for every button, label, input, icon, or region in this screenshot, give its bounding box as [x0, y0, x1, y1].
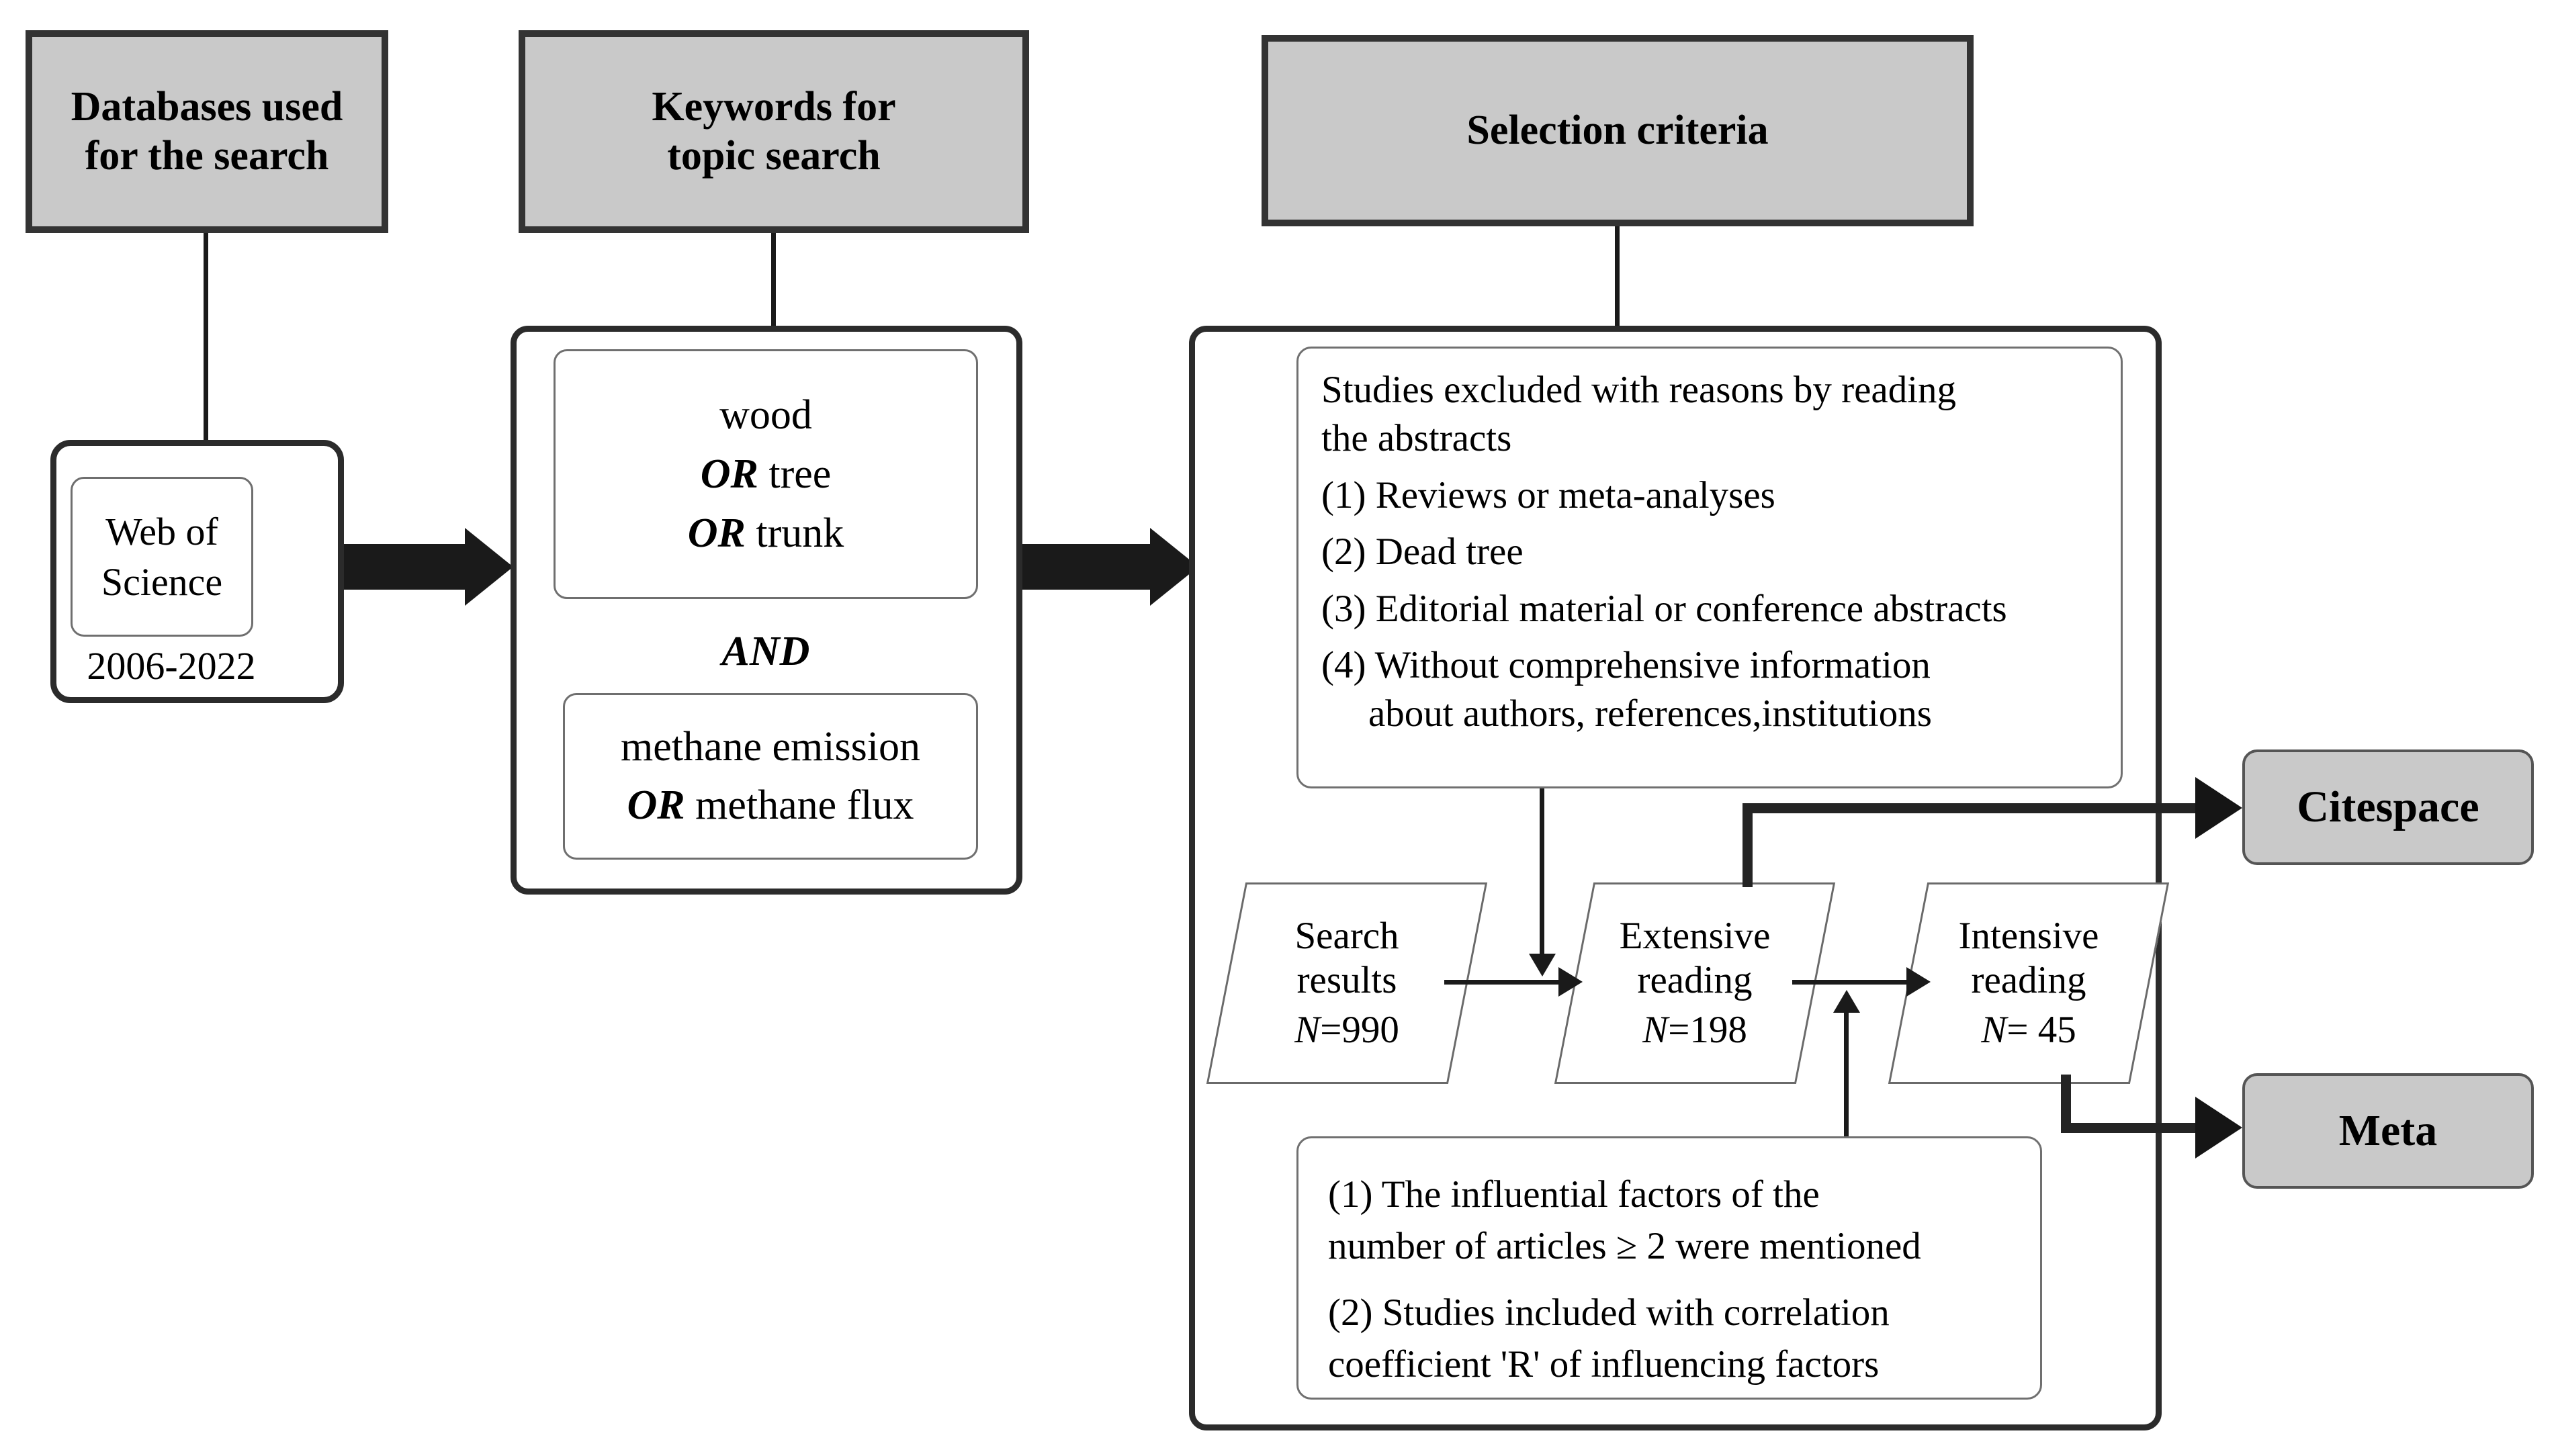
arrow-search-to-extensive-head: [1558, 967, 1583, 997]
stage-search-results: Search results N=990: [1206, 882, 1488, 1084]
inclusion-criteria-box: (1) The influential factors of the numbe…: [1296, 1136, 2042, 1400]
source-name-box: Web of Science: [71, 477, 253, 637]
stage-search-results-count: N=990: [1294, 1008, 1399, 1052]
source-years-label: 2006-2022: [87, 643, 256, 688]
stage-extensive-reading-count: N=198: [1642, 1008, 1747, 1052]
keyword-g1-line2-term: tree: [768, 451, 832, 497]
arrow-meta-head: [2195, 1097, 2242, 1158]
exclusion-item-4: (4) Without comprehensive information: [1321, 643, 1931, 686]
keyword-g2-line2-term: methane flux: [695, 782, 914, 828]
keyword-g1-line3: OR trunk: [688, 504, 844, 563]
keyword-group-1: wood OR tree OR trunk: [554, 349, 978, 599]
stage-search-results-n: N: [1294, 1009, 1321, 1052]
arrow-keywords-to-selection: [1022, 528, 1198, 606]
stage-search-results-line1: Search: [1294, 914, 1399, 957]
keyword-g1-line1: wood: [719, 392, 812, 438]
exclusion-item-2: (2) Dead tree: [1321, 531, 1524, 574]
header-selection: Selection criteria: [1262, 35, 1974, 226]
arrow-exclusion-down-head: [1529, 954, 1556, 976]
connector-extensive-to-citespace-vertical: [1743, 803, 1753, 887]
arrow-extensive-to-intensive-head: [1906, 967, 1931, 997]
arrow-citespace-head: [2195, 777, 2242, 839]
source-name-label: Web of Science: [101, 509, 223, 604]
output-meta-label: Meta: [2338, 1106, 2438, 1155]
exclusion-title-line2: the abstracts: [1321, 417, 1512, 460]
keyword-g1-line3-op: OR: [687, 510, 746, 557]
inclusion-item-1-line2: number of articles ≥ 2 were mentioned: [1328, 1224, 1921, 1267]
stage-extensive-reading-line2: reading: [1637, 958, 1753, 1001]
stage-extensive-reading-line1: Extensive: [1619, 914, 1771, 957]
stage-search-results-line2: results: [1296, 958, 1397, 1001]
connector-databases-to-source: [204, 233, 208, 447]
keyword-g1-line2: OR tree: [701, 445, 832, 504]
arrow-inclusion-up-head: [1833, 990, 1860, 1013]
header-databases: Databases used for the search: [26, 30, 388, 233]
exclusion-title-line1: Studies excluded with reasons by reading: [1321, 369, 1957, 411]
inclusion-item-1-line1: (1) The influential factors of the: [1328, 1173, 1820, 1216]
keyword-g1-line2-op: OR: [700, 451, 758, 497]
connector-search-to-extensive: [1444, 980, 1569, 985]
connector-inclusion-up: [1844, 1011, 1849, 1161]
stage-intensive-reading-line1: Intensive: [1958, 914, 2099, 957]
output-citespace-label: Citespace: [2297, 782, 2479, 831]
connector-exclusion-down: [1540, 788, 1544, 964]
keyword-g1-line3-term: trunk: [756, 510, 844, 557]
keyword-g2-line2-op: OR: [627, 782, 685, 828]
inclusion-item-2-line1: (2) Studies included with correlation: [1328, 1291, 1890, 1334]
connector-selection-to-criteria: [1615, 226, 1620, 326]
header-selection-label: Selection criteria: [1466, 107, 1769, 153]
stage-extensive-reading-n: N: [1642, 1009, 1669, 1052]
stage-intensive-reading-count: N= 45: [1981, 1008, 2076, 1052]
keyword-g2-line2: OR methane flux: [627, 776, 914, 835]
connector-extensive-to-intensive: [1792, 980, 1916, 985]
exclusion-item-4-cont: about authors, references,institutions: [1368, 692, 1932, 735]
keyword-connector-and: AND: [721, 628, 810, 674]
stage-intensive-reading-n: N: [1981, 1009, 2007, 1052]
exclusion-reasons-box: Studies excluded with reasons by reading…: [1296, 347, 2123, 788]
connector-intensive-to-meta-horizontal: [2061, 1123, 2201, 1133]
header-keywords: Keywords for topic search: [519, 30, 1029, 233]
stage-extensive-reading: Extensive reading N=198: [1554, 882, 1836, 1084]
stage-search-results-value: =990: [1320, 1009, 1399, 1052]
exclusion-item-3: (3) Editorial material or conference abs…: [1321, 587, 2007, 630]
stage-extensive-reading-value: =198: [1668, 1009, 1747, 1052]
exclusion-item-1: (1) Reviews or meta-analyses: [1321, 473, 1775, 516]
keyword-g2-line1: methane emission: [621, 724, 920, 770]
connector-intensive-to-meta-vertical: [2061, 1075, 2071, 1128]
output-citespace: Citespace: [2242, 749, 2534, 865]
output-meta: Meta: [2242, 1073, 2534, 1189]
stage-intensive-reading-value: = 45: [2006, 1009, 2076, 1052]
keyword-group-2: methane emission OR methane flux: [563, 693, 978, 860]
stage-intensive-reading: Intensive reading N= 45: [1888, 882, 2170, 1084]
arrow-source-to-keywords: [344, 528, 513, 606]
stage-intensive-reading-line2: reading: [1971, 958, 2086, 1001]
inclusion-item-2-line2: coefficient 'R' of influencing factors: [1328, 1343, 1880, 1385]
connector-keywords-to-query: [771, 233, 776, 326]
header-databases-label: Databases used for the search: [71, 83, 343, 179]
connector-extensive-to-citespace-horizontal: [1743, 803, 2199, 813]
header-keywords-label: Keywords for topic search: [652, 83, 896, 179]
